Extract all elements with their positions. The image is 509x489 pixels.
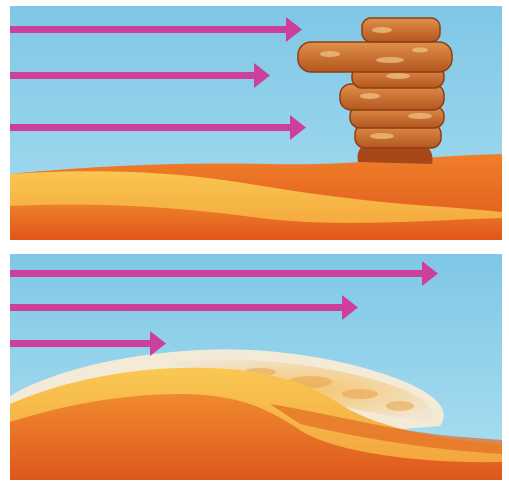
sand-dune-illustration bbox=[10, 254, 502, 480]
panel-mushroom-rock bbox=[10, 6, 502, 240]
panel-sand-dune bbox=[10, 254, 502, 480]
mushroom-rock-illustration bbox=[10, 6, 502, 240]
